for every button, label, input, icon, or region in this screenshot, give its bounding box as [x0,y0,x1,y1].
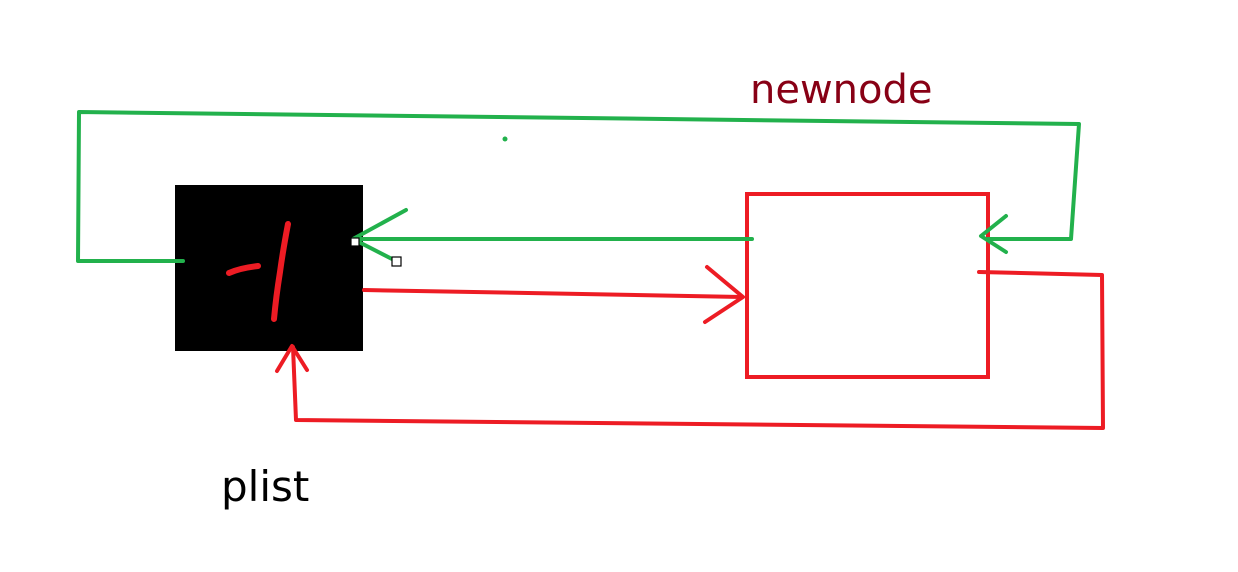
head-node-box [175,185,363,351]
red-arrowhead-right [703,265,745,324]
newnode-label: newnode [750,67,933,113]
head-node-value-mark [226,221,291,322]
new-node-box [745,192,990,379]
red-loop-line [291,270,1105,430]
green-dot [502,136,508,142]
red-arrowhead-up [275,344,309,373]
selection-handle [391,256,402,267]
selection-handle [350,237,360,247]
green-loop-line [76,110,1081,263]
red-next-line [362,288,744,299]
green-arrowhead-right [979,214,1008,254]
plist-label: plist [221,462,310,511]
